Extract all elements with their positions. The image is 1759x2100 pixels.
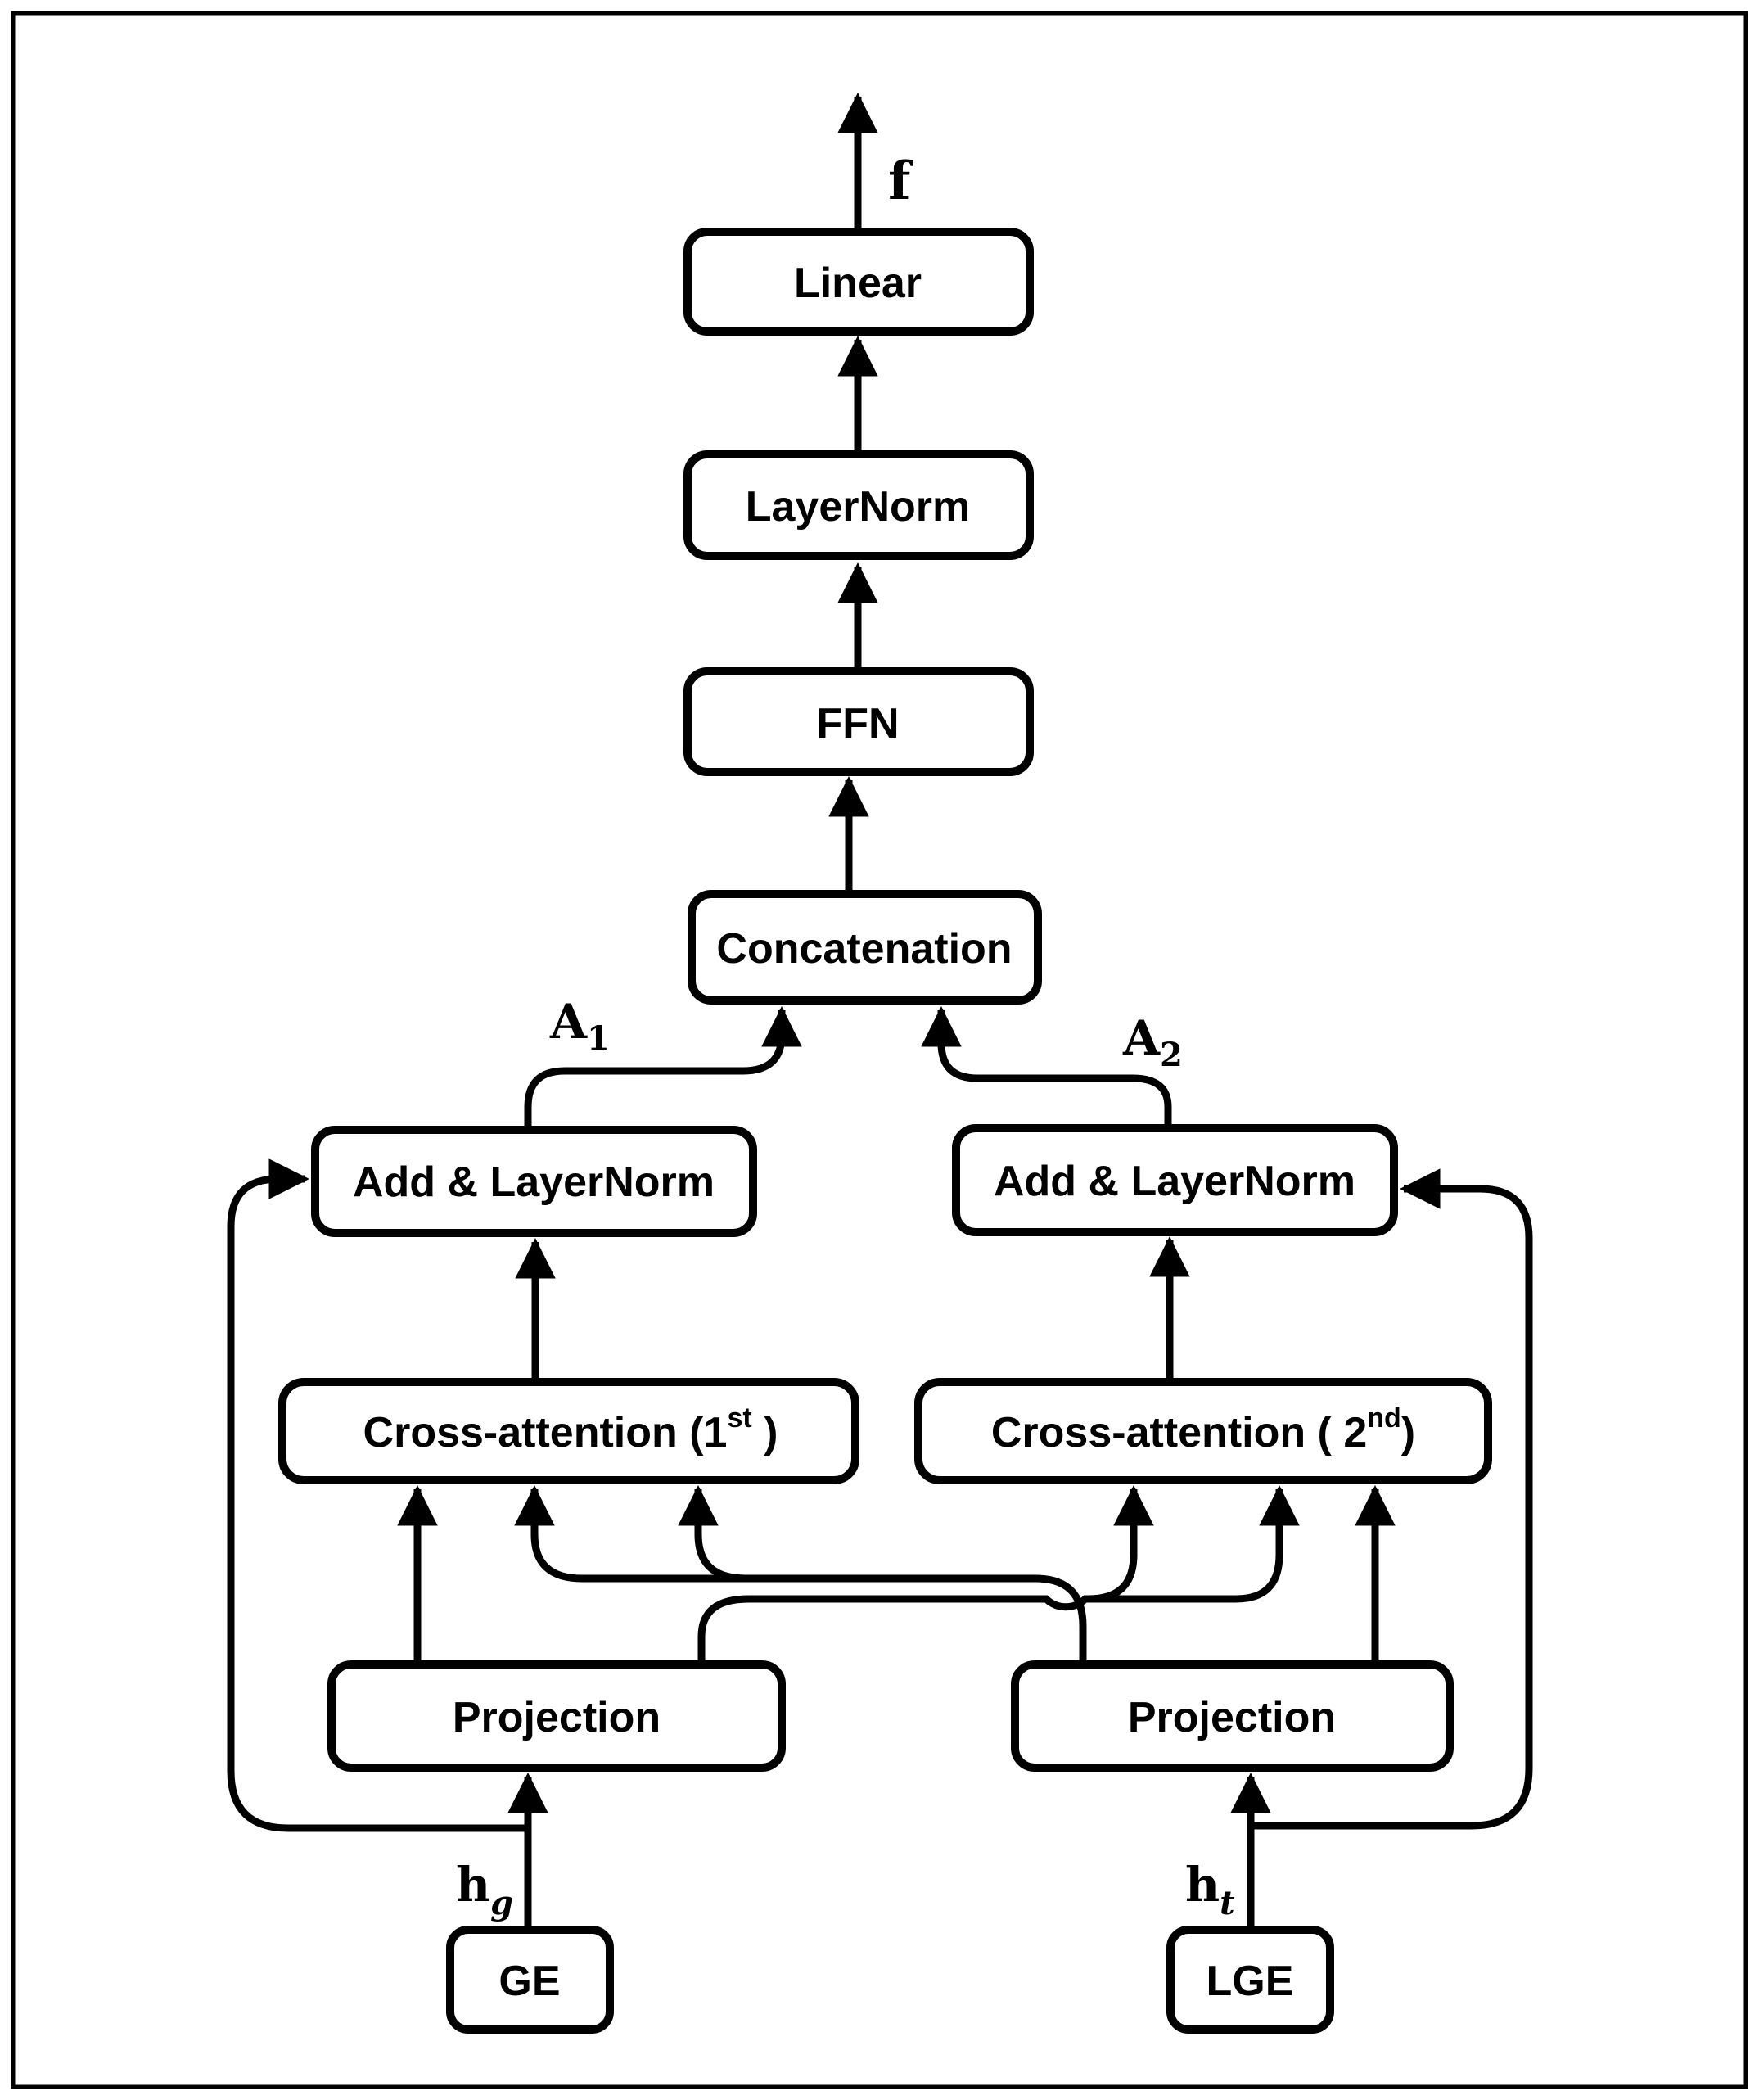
label-f: f [888,151,913,212]
node-ge: GE [446,1926,614,2034]
node-linear: Linear [683,228,1034,336]
node-layernorm: LayerNorm [683,450,1034,560]
node-add-layernorm-left: Add & LayerNorm [311,1126,757,1237]
node-cross-attention-left: Cross-attention (1st ) [278,1378,859,1484]
node-ffn: FFN [683,667,1034,776]
svg-text:Linear: Linear [794,260,922,307]
outer-border [11,11,1748,2089]
edge-projection-right-to-crossattn-left-branch [678,1485,746,1583]
node-projection-right: Projection [1011,1660,1454,1772]
svg-text:Projection: Projection [453,1694,661,1741]
node-projection-left: Projection [327,1660,786,1772]
edge-skip-ht-to-addln-right [1251,1168,1533,1830]
label-a1: A1 [549,994,610,1058]
svg-text:GE: GE [498,1958,560,2005]
label-ht: ht [1185,1857,1235,1922]
edge-a1-addln-left-to-concatenation [524,1006,802,1130]
svg-text:FFN: FFN [816,700,899,747]
svg-text:Projection: Projection [1128,1694,1336,1741]
label-hg: hg [456,1857,513,1922]
edge-a2-addln-right-to-concatenation [921,1006,1172,1128]
edge-projection-left-to-crossattn-right-branch [1088,1485,1154,1603]
node-cross-attention-right: Cross-attention ( 2nd) [914,1378,1492,1484]
svg-text:Add & LayerNorm: Add & LayerNorm [994,1158,1355,1205]
svg-text:Cross-attention (1st ): Cross-attention (1st ) [363,1402,778,1456]
svg-text:Add & LayerNorm: Add & LayerNorm [353,1158,715,1206]
node-add-layernorm-right: Add & LayerNorm [952,1124,1398,1236]
svg-text:Concatenation: Concatenation [716,925,1012,973]
edge-skip-hg-to-addln-left [227,1158,528,1832]
svg-text:Cross-attention ( 2nd): Cross-attention ( 2nd) [991,1402,1415,1456]
label-a2: A2 [1122,1010,1183,1074]
node-lge: LGE [1166,1926,1334,2034]
node-concatenation: Concatenation [688,890,1042,1005]
edge-projection-left-to-crossattn-right-main [697,1485,1300,1663]
svg-text:LGE: LGE [1206,1958,1294,2005]
svg-text:LayerNorm: LayerNorm [746,483,971,531]
